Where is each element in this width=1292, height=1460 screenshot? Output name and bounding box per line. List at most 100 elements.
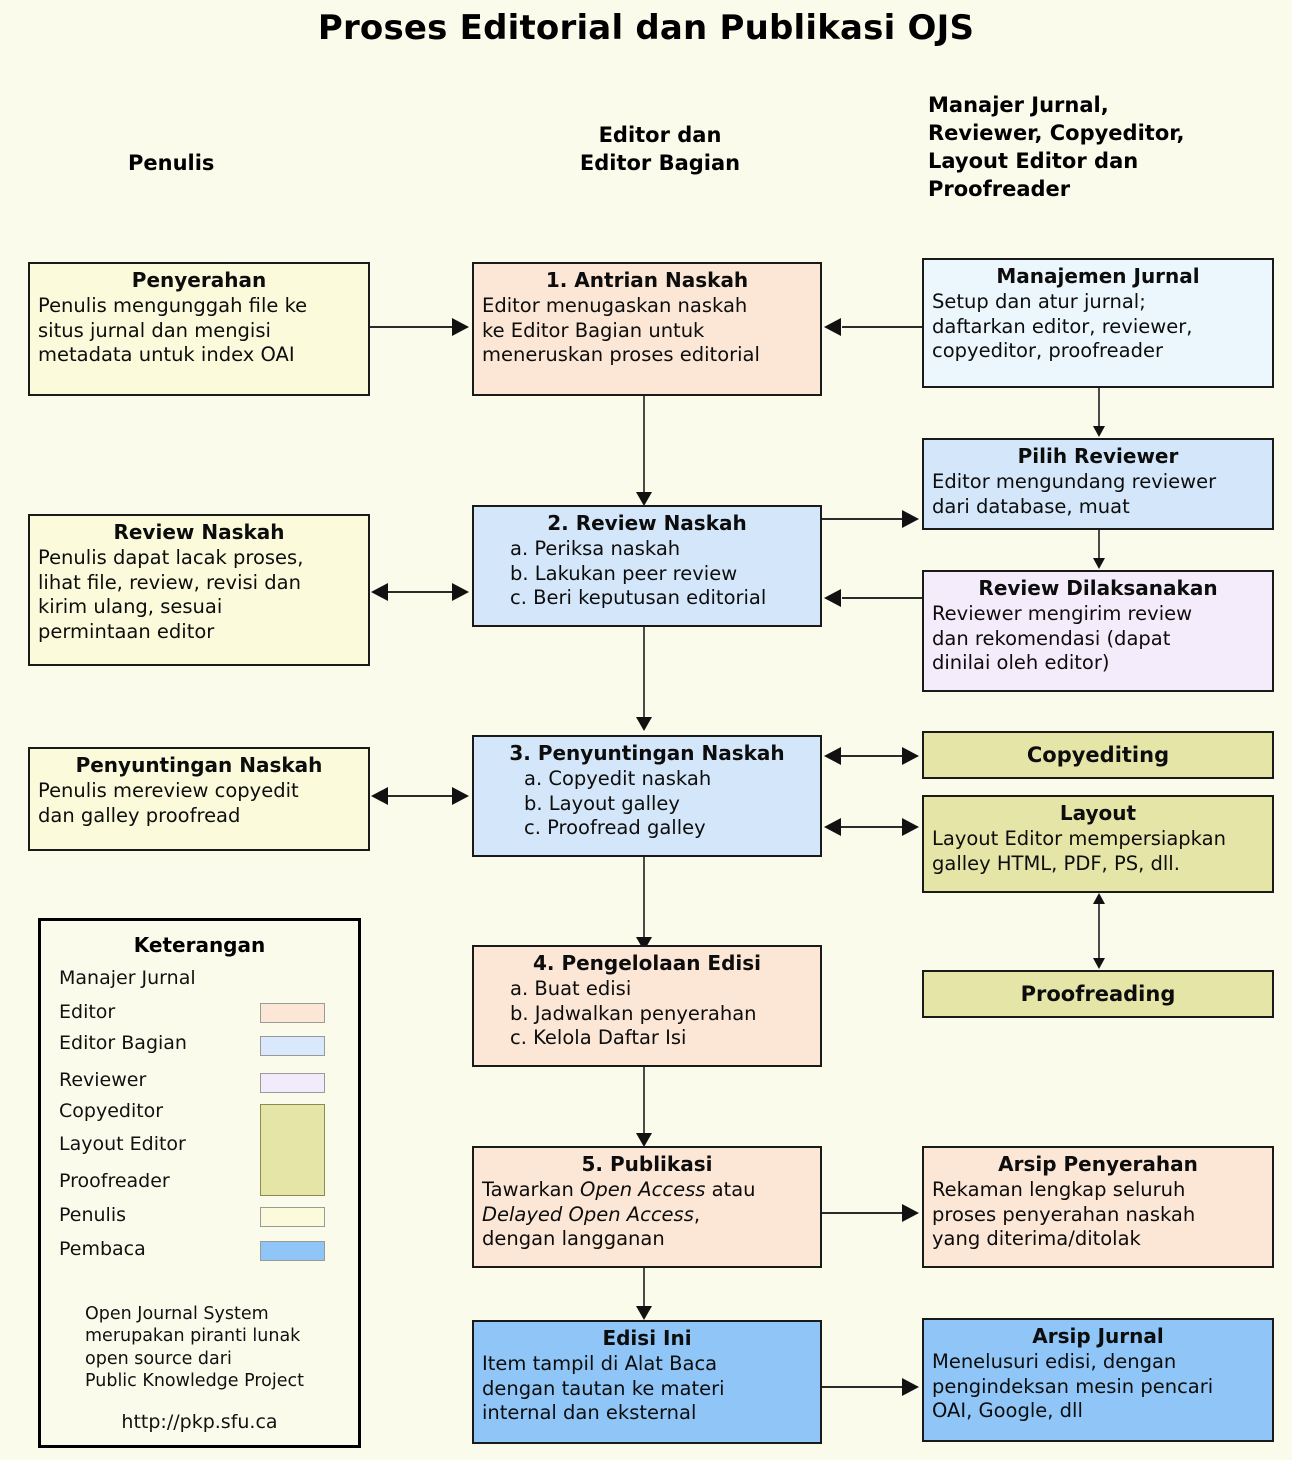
arrow-review-to-pilih-reviewer-line <box>822 518 904 520</box>
arrow-penyuntingan-layout-head-left <box>824 818 841 836</box>
box-penyuntingan-naskah-line-3: c. Proofread galley <box>524 816 706 840</box>
box-antrian-naskah-title: 1. Antrian Naskah <box>545 268 749 292</box>
legend-item-penulis-label: Penulis <box>59 1204 127 1226</box>
box-review-naskah-penulis[interactable]: Review Naskah Penulis dapat lacak proses… <box>28 514 370 666</box>
arrow-penyerahan-to-antrian-head <box>452 318 469 336</box>
column-header-editor-label: Editor dan Editor Bagian <box>579 123 741 175</box>
legend-title: Keterangan <box>133 933 266 957</box>
arrow-edisi-to-arsip-jurnal-line <box>822 1386 904 1388</box>
arrow-review-to-penyuntingan-head <box>636 717 652 731</box>
arrow-edisi-to-arsip-jurnal-head <box>902 1378 919 1396</box>
box-review-naskah-line-1: a. Periksa naskah <box>510 537 681 561</box>
arrow-penyuntingan-layout-line <box>840 826 906 828</box>
box-review-naskah[interactable]: 2. Review Naskah a. Periksa naskah b. La… <box>472 505 822 627</box>
box-publikasi-line-2: Delayed Open Access, <box>482 1202 701 1226</box>
box-penyerahan-line-1: Penulis mengunggah file ke <box>38 294 308 318</box>
box-manajemen-jurnal-line-3: copyeditor, proofreader <box>932 339 1163 363</box>
box-publikasi-line-1: Tawarkan Open Access atau <box>482 1178 756 1202</box>
box-arsip-penyerahan-line-2: proses penyerahan naskah <box>932 1202 1196 1226</box>
box-manajemen-jurnal-line-2: daftarkan editor, reviewer, <box>932 314 1193 338</box>
arrow-review-to-pilih-reviewer-head <box>902 510 919 528</box>
box-arsip-jurnal-title: Arsip Jurnal <box>1032 1324 1164 1348</box>
box-proofreading[interactable]: Proofreading <box>922 970 1274 1018</box>
box-arsip-jurnal-line-1: Menelusuri edisi, dengan <box>932 1350 1177 1374</box>
legend-url[interactable]: http://pkp.sfu.ca <box>121 1411 278 1433</box>
arrow-pengelolaan-to-publikasi-line <box>643 1067 645 1135</box>
box-review-naskah-penulis-line-2: lihat file, review, revisi dan <box>38 570 301 594</box>
box-arsip-penyerahan[interactable]: Arsip Penyerahan Rekaman lengkap seluruh… <box>922 1146 1274 1268</box>
arrow-pilih-to-dilaksanakan-line <box>1098 530 1100 560</box>
box-pilih-reviewer-line-1: Editor mengundang reviewer <box>932 470 1217 494</box>
arrow-antrian-to-review-line <box>643 396 645 494</box>
column-header-editor: Editor dan Editor Bagian <box>520 122 800 178</box>
box-review-naskah-penulis-title: Review Naskah <box>113 520 285 544</box>
box-edisi-ini-line-3: internal dan eksternal <box>482 1401 697 1425</box>
arrow-penyuntingan-copyediting-head-left <box>824 747 841 765</box>
arrow-penulis-penyuntingan-line <box>388 795 456 797</box>
box-edisi-ini-title: Edisi Ini <box>602 1326 692 1350</box>
column-header-manajer: Manajer Jurnal, Reviewer, Copyeditor, La… <box>928 92 1278 204</box>
arrow-penyuntingan-layout-head-right <box>902 818 919 836</box>
legend-note: Open Journal System merupakan piranti lu… <box>85 1303 304 1393</box>
box-arsip-jurnal[interactable]: Arsip Jurnal Menelusuri edisi, dengan pe… <box>922 1318 1274 1442</box>
box-penyuntingan-naskah-line-2: b. Layout galley <box>524 791 680 815</box>
box-review-naskah-penulis-line-4: permintaan editor <box>38 619 215 643</box>
box-layout-title: Layout <box>1059 801 1137 825</box>
box-edisi-ini[interactable]: Edisi Ini Item tampil di Alat Baca denga… <box>472 1320 822 1444</box>
box-antrian-naskah[interactable]: 1. Antrian Naskah Editor menugaskan nask… <box>472 262 822 396</box>
arrow-antrian-to-review-head <box>636 492 652 506</box>
box-review-dilaksanakan-line-3: dinilai oleh editor) <box>932 651 1110 675</box>
arrow-manajemen-to-antrian-head <box>824 318 841 336</box>
legend-note-line-1: Open Journal System <box>85 1304 269 1324</box>
box-layout-line-1: Layout Editor mempersiapkan <box>932 827 1226 851</box>
box-penyuntingan-penulis[interactable]: Penyuntingan Naskah Penulis mereview cop… <box>28 747 370 851</box>
legend-item-copyeditor-label: Copyeditor <box>59 1100 164 1122</box>
arrow-layout-proofreading-line <box>1098 897 1100 967</box>
box-manajemen-jurnal-title: Manajemen Jurnal <box>996 264 1200 288</box>
box-pilih-reviewer[interactable]: Pilih Reviewer Editor mengundang reviewe… <box>922 438 1274 530</box>
box-penyerahan-line-3: metadata untuk index OAI <box>38 343 295 367</box>
box-pengelolaan-edisi-line-2: b. Jadwalkan penyerahan <box>510 1001 757 1025</box>
arrow-penyuntingan-to-pengelolaan-line <box>643 857 645 939</box>
box-layout[interactable]: Layout Layout Editor mempersiapkan galle… <box>922 795 1274 893</box>
box-penyerahan[interactable]: Penyerahan Penulis mengunggah file ke si… <box>28 262 370 396</box>
box-penyuntingan-naskah-line-1: a. Copyedit naskah <box>524 767 712 791</box>
arrow-manajemen-to-antrian-line <box>842 326 922 328</box>
legend-swatch-pembaca <box>260 1241 325 1261</box>
legend-item-editor-bagian-label: Editor Bagian <box>59 1032 187 1054</box>
column-header-penulis: Penulis <box>128 150 348 178</box>
legend-item-reviewer-label: Reviewer <box>59 1069 147 1091</box>
box-arsip-penyerahan-title: Arsip Penyerahan <box>998 1152 1198 1176</box>
box-review-dilaksanakan[interactable]: Review Dilaksanakan Reviewer mengirim re… <box>922 570 1274 692</box>
arrow-pilih-to-dilaksanakan-head <box>1093 558 1105 569</box>
box-review-dilaksanakan-line-2: dan rekomendasi (dapat <box>932 626 1171 650</box>
box-penyuntingan-naskah[interactable]: 3. Penyuntingan Naskah a. Copyedit naska… <box>472 735 822 857</box>
column-header-manajer-label: Manajer Jurnal, Reviewer, Copyeditor, La… <box>928 93 1185 201</box>
box-arsip-penyerahan-line-1: Rekaman lengkap seluruh <box>932 1178 1186 1202</box>
legend-note-line-3: open source dari <box>85 1348 232 1369</box>
legend-swatch-copyeditor-layout-proofreader <box>260 1104 325 1196</box>
arrow-manajemen-to-pilih-reviewer-head <box>1093 426 1105 437</box>
arrow-layout-proofreading-head-up <box>1093 893 1105 904</box>
box-manajemen-jurnal[interactable]: Manajemen Jurnal Setup dan atur jurnal; … <box>922 258 1274 388</box>
box-pengelolaan-edisi-line-1: a. Buat edisi <box>510 977 632 1001</box>
arrow-pengelolaan-to-publikasi-head <box>636 1133 652 1147</box>
arrow-dilaksanakan-to-review-line <box>842 597 922 599</box>
box-pengelolaan-edisi[interactable]: 4. Pengelolaan Edisi a. Buat edisi b. Ja… <box>472 945 822 1067</box>
arrow-dilaksanakan-to-review-head <box>824 589 841 607</box>
arrow-penulis-penyuntingan-head-right <box>452 787 469 805</box>
box-manajemen-jurnal-line-1: Setup dan atur jurnal; <box>932 290 1146 314</box>
box-arsip-jurnal-line-2: pengindeksan mesin pencari <box>932 1374 1214 1398</box>
box-edisi-ini-line-1: Item tampil di Alat Baca <box>482 1352 718 1376</box>
box-pilih-reviewer-title: Pilih Reviewer <box>1017 444 1179 468</box>
arrow-manajemen-to-pilih-reviewer-line <box>1098 388 1100 430</box>
box-penyerahan-title: Penyerahan <box>131 268 267 292</box>
box-pengelolaan-edisi-title: 4. Pengelolaan Edisi <box>532 951 762 975</box>
arrow-review-to-penyuntingan-line <box>643 627 645 719</box>
box-copyediting[interactable]: Copyediting <box>922 731 1274 779</box>
arrow-penulis-review-line <box>388 591 456 593</box>
box-penyuntingan-penulis-line-1: Penulis mereview copyedit <box>38 779 299 803</box>
box-penyuntingan-penulis-title: Penyuntingan Naskah <box>75 753 323 777</box>
legend-swatch-penulis <box>260 1207 325 1227</box>
box-publikasi[interactable]: 5. Publikasi Tawarkan Open Access atau D… <box>472 1146 822 1268</box>
